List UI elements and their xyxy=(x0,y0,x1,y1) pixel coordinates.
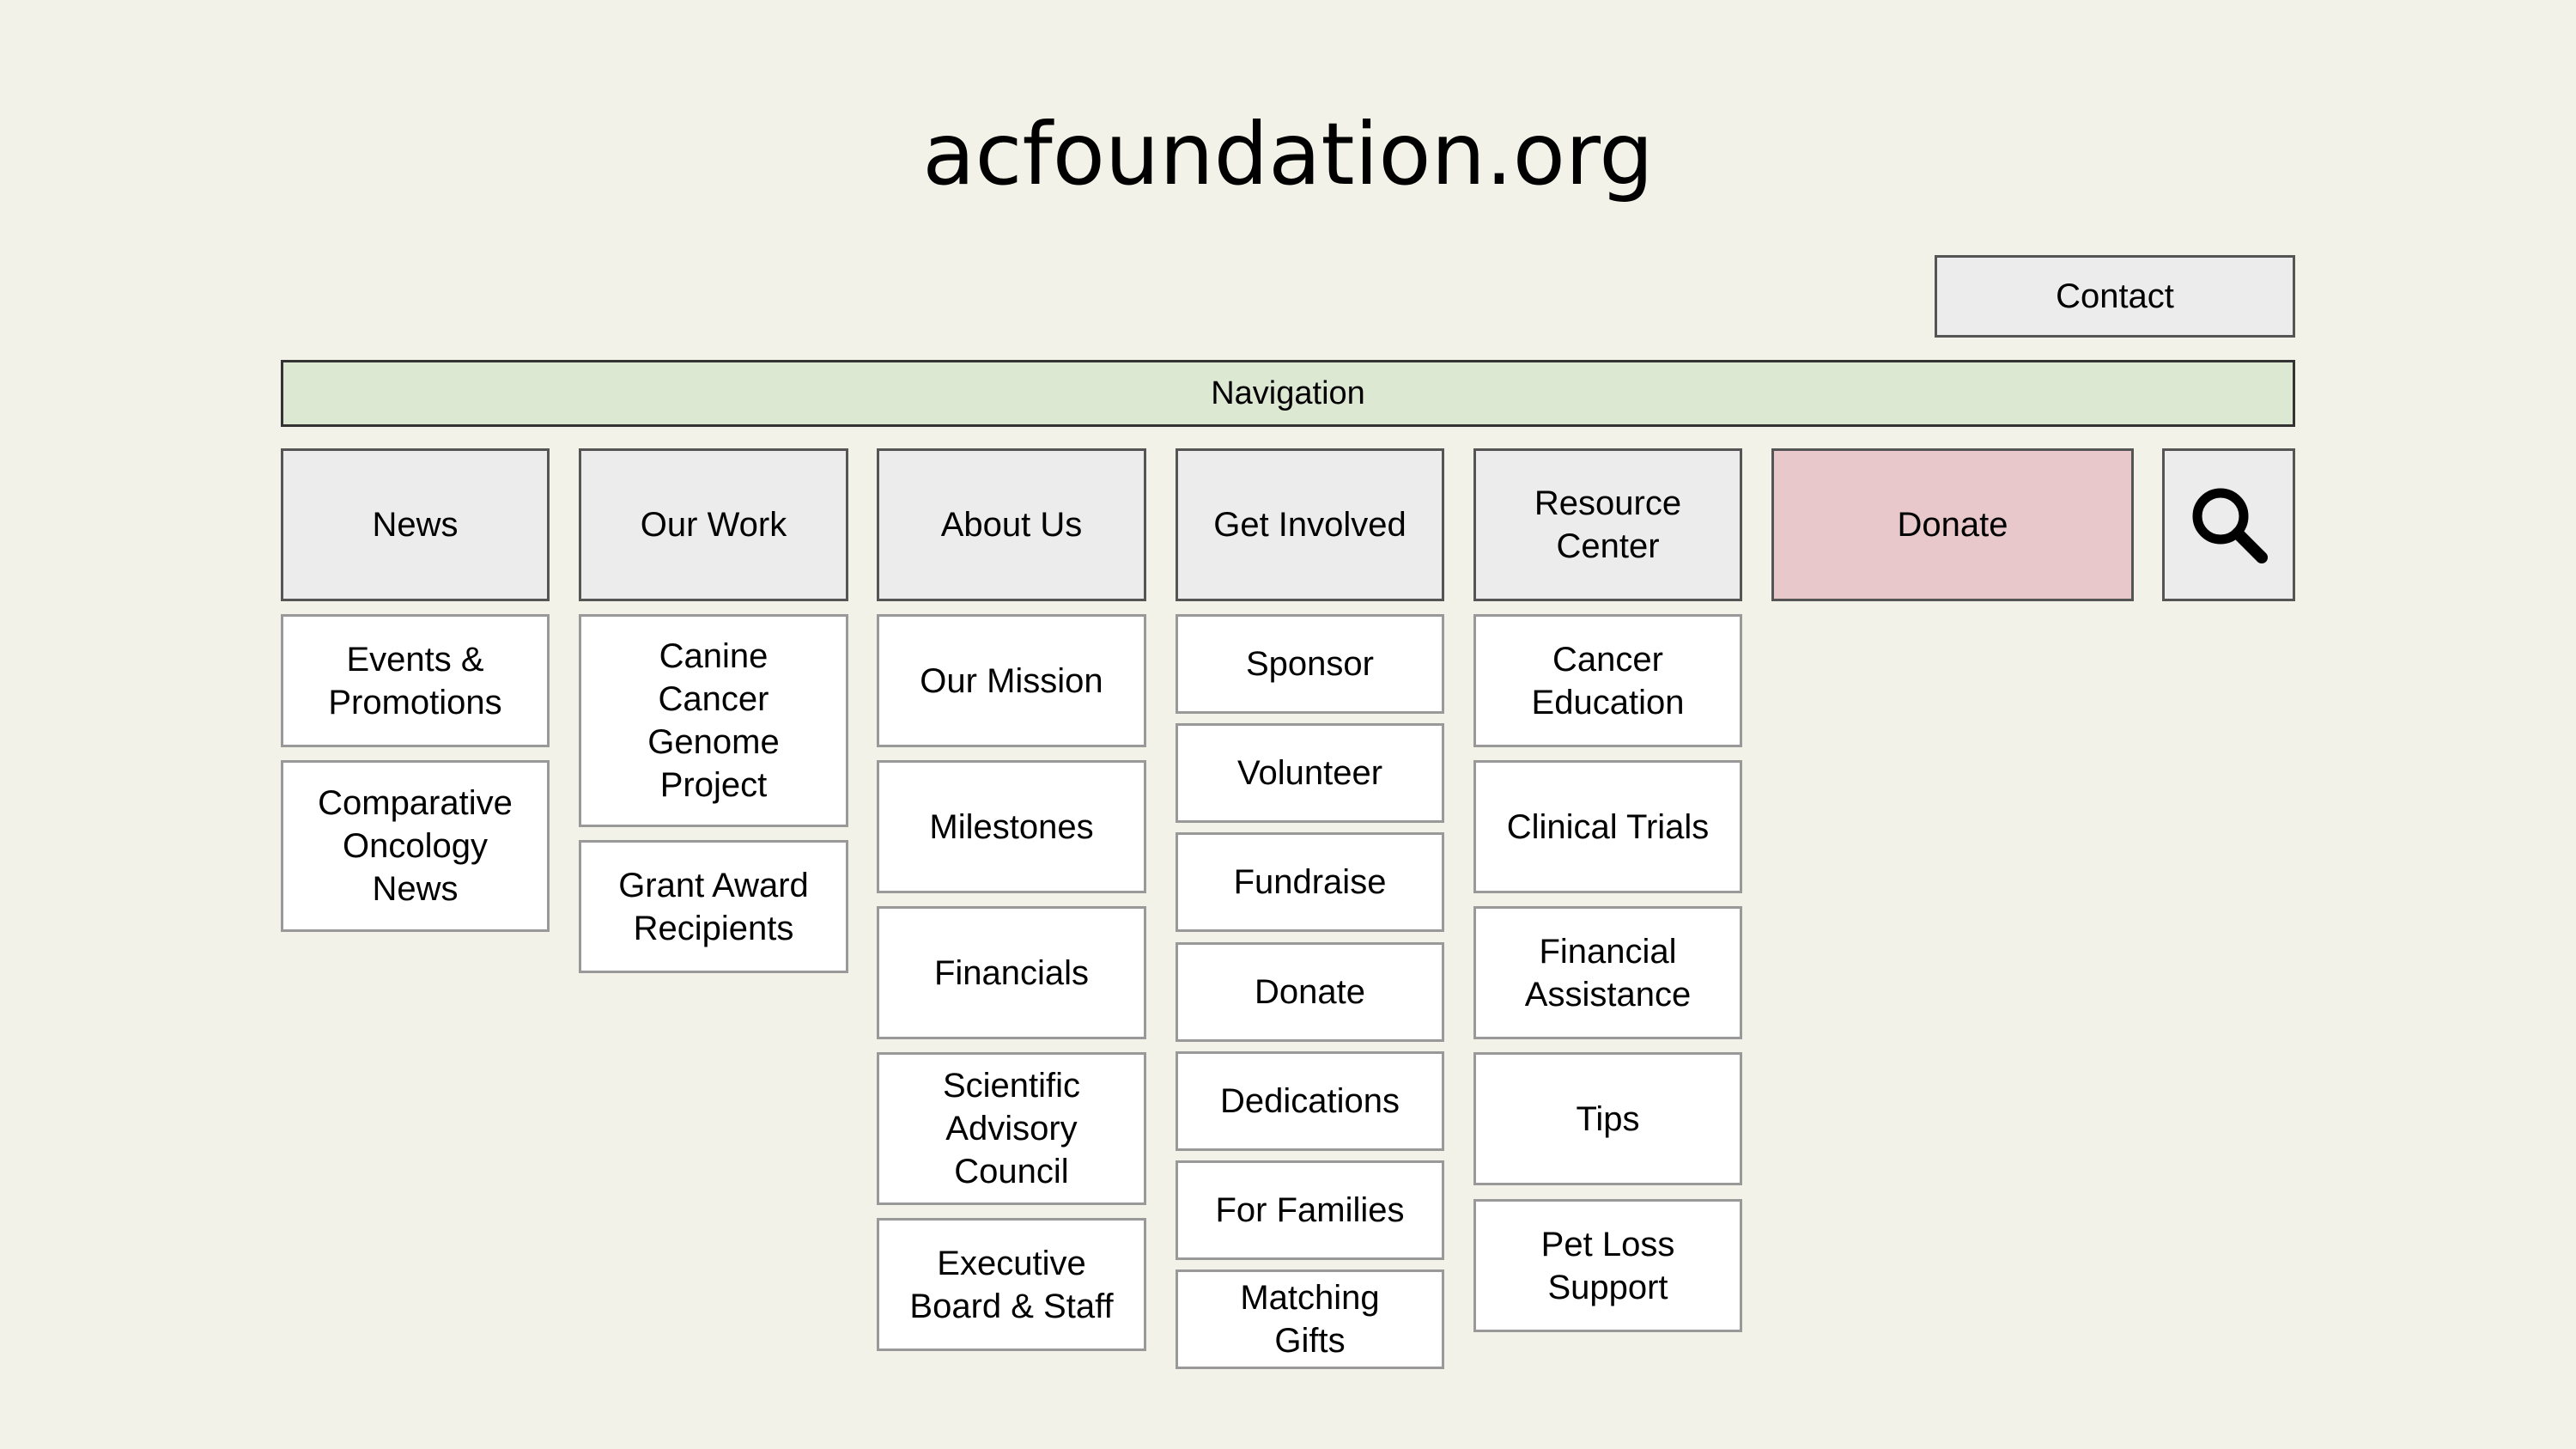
submenu-item-tips[interactable]: Tips xyxy=(1473,1052,1742,1185)
search-icon xyxy=(2192,488,2268,563)
submenu-item-financial-assistance[interactable]: Financial Assistance xyxy=(1473,906,1742,1039)
submenu-item-volunteer[interactable]: Volunteer xyxy=(1176,723,1444,823)
navigation-bar: Navigation xyxy=(281,360,2295,427)
menu-item-news[interactable]: News xyxy=(281,448,550,601)
submenu-item-events-promotions[interactable]: Events & Promotions xyxy=(281,614,550,747)
submenu-item-executive-board-staff[interactable]: Executive Board & Staff xyxy=(877,1218,1146,1351)
submenu-item-dedications[interactable]: Dedications xyxy=(1176,1051,1444,1151)
menu-item-about-us[interactable]: About Us xyxy=(877,448,1146,601)
search-button[interactable] xyxy=(2162,448,2295,601)
menu-item-donate[interactable]: Donate xyxy=(1771,448,2134,601)
submenu-item-for-families[interactable]: For Families xyxy=(1176,1160,1444,1260)
submenu-item-our-mission[interactable]: Our Mission xyxy=(877,614,1146,747)
submenu-item-donate[interactable]: Donate xyxy=(1176,942,1444,1042)
submenu-item-sponsor[interactable]: Sponsor xyxy=(1176,614,1444,714)
submenu-item-canine-cancer-genome-project[interactable]: Canine Cancer Genome Project xyxy=(579,614,848,827)
submenu-item-fundraise[interactable]: Fundraise xyxy=(1176,832,1444,932)
menu-item-resource-center[interactable]: Resource Center xyxy=(1473,448,1742,601)
site-title: acfoundation.org xyxy=(922,104,1654,204)
submenu-item-pet-loss-support[interactable]: Pet Loss Support xyxy=(1473,1199,1742,1332)
submenu-item-clinical-trials[interactable]: Clinical Trials xyxy=(1473,760,1742,893)
contact-button[interactable]: Contact xyxy=(1935,255,2295,338)
menu-item-get-involved[interactable]: Get Involved xyxy=(1176,448,1444,601)
submenu-item-milestones[interactable]: Milestones xyxy=(877,760,1146,893)
submenu-item-matching-gifts[interactable]: Matching Gifts xyxy=(1176,1269,1444,1369)
menu-item-our-work[interactable]: Our Work xyxy=(579,448,848,601)
submenu-item-scientific-advisory-council[interactable]: Scientific Advisory Council xyxy=(877,1052,1146,1205)
submenu-item-comparative-oncology-news[interactable]: Comparative Oncology News xyxy=(281,760,550,932)
submenu-item-cancer-education[interactable]: Cancer Education xyxy=(1473,614,1742,747)
submenu-item-grant-award-recipients[interactable]: Grant Award Recipients xyxy=(579,840,848,973)
submenu-item-financials[interactable]: Financials xyxy=(877,906,1146,1039)
